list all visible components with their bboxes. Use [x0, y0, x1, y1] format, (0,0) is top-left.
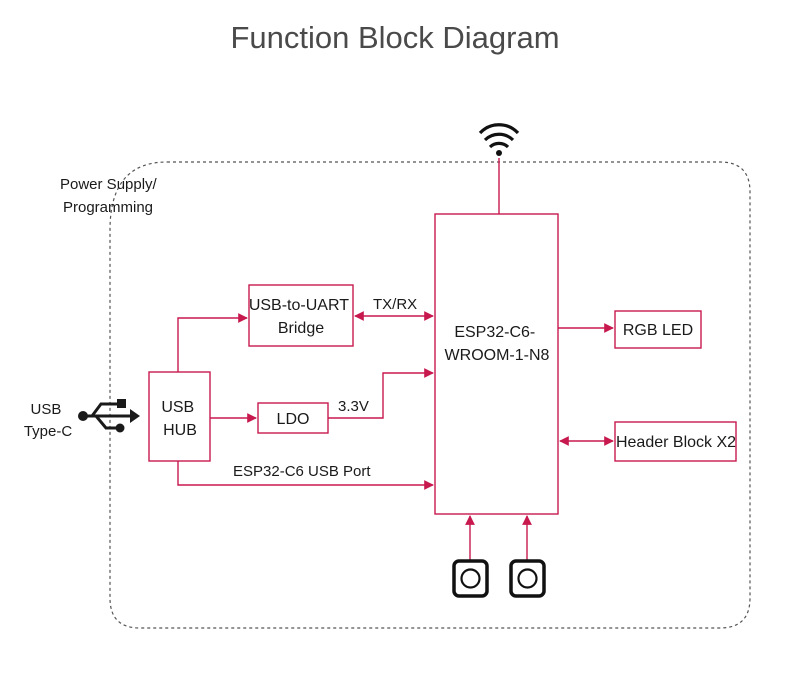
ldo-to-esp32-arrow — [328, 368, 434, 419]
usb-port-label: ESP32-C6 USB Port — [233, 463, 371, 480]
usb-icon — [78, 399, 140, 433]
page-title: Function Block Diagram — [230, 20, 560, 55]
usb-type-c-label: USB Type-C — [24, 401, 73, 440]
wifi-icon — [478, 123, 520, 156]
usb-to-uart-block — [248, 284, 354, 347]
v33-label: 3.3V — [338, 398, 369, 415]
hub-to-uart-arrow — [177, 313, 248, 372]
power-supply-region — [109, 161, 751, 629]
esp32-module-label: ESP32-C6- WROOM-1-N8 — [445, 324, 550, 364]
button-icon — [509, 559, 546, 598]
esp32-module-block — [434, 213, 559, 515]
usb-hub-label: USB HUB — [161, 399, 198, 439]
header-block — [614, 421, 737, 462]
txrx-label: TX/RX — [373, 296, 417, 313]
region-label: Power Supply/ Programming — [60, 176, 161, 216]
usb-hub-block — [148, 371, 211, 462]
usb-port-arrow — [177, 461, 434, 490]
rgb-led-block — [614, 310, 702, 349]
rgb-led-label: RGB LED — [623, 322, 693, 339]
ldo-label: LDO — [277, 411, 310, 428]
button-icon — [452, 559, 489, 598]
header-block-label: Header Block X2 — [616, 434, 736, 451]
usb-to-uart-label: USB-to-UART Bridge — [249, 297, 353, 337]
